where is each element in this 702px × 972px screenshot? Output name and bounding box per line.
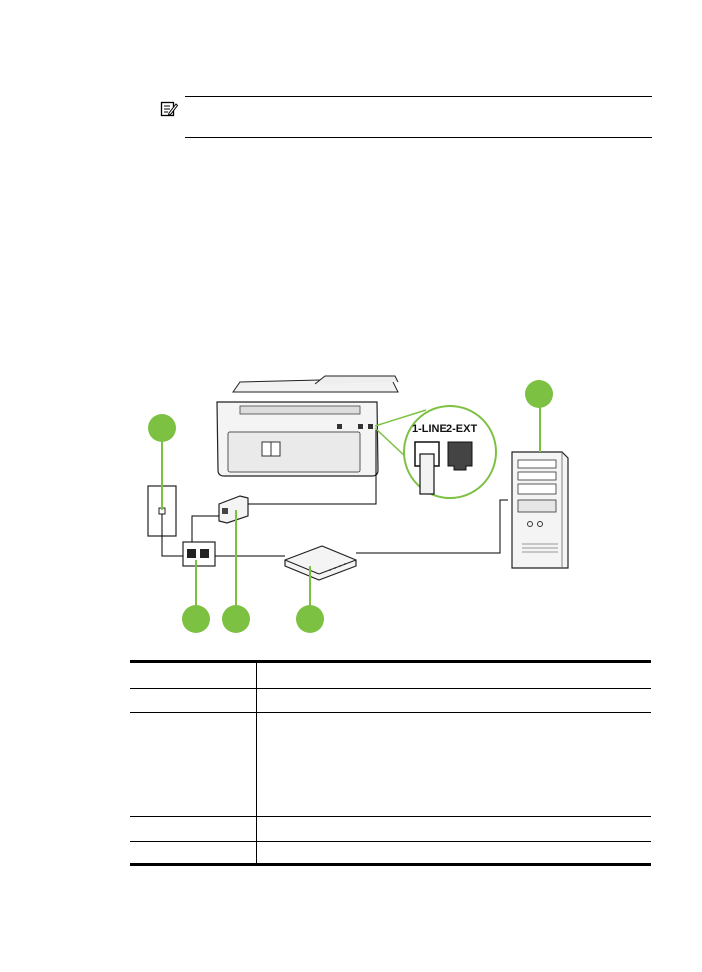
callout-marker xyxy=(182,605,210,633)
port-zoom: 1-LINE 2-EXT xyxy=(374,405,497,499)
modem-icon xyxy=(284,545,357,581)
table-row xyxy=(130,817,651,842)
callout-marker xyxy=(525,380,553,408)
callout-lines xyxy=(161,406,541,610)
note-rule-bottom xyxy=(185,137,652,138)
cables xyxy=(161,430,508,557)
column-divider xyxy=(256,663,257,863)
legend-table xyxy=(130,660,651,866)
table-row xyxy=(130,713,651,817)
callout-marker xyxy=(296,605,324,633)
note-icon xyxy=(160,101,178,117)
printer-icon xyxy=(216,375,399,477)
note-block xyxy=(160,96,652,138)
table-row xyxy=(130,663,651,689)
computer-icon xyxy=(511,451,569,569)
port-ext-label: 2-EXT xyxy=(446,423,477,435)
port-line-label: 1-LINE xyxy=(412,423,447,435)
table-row xyxy=(130,842,651,866)
dsl-filter-icon xyxy=(218,495,249,524)
connection-diagram: 1-LINE 2-EXT xyxy=(130,370,610,640)
callout-marker xyxy=(148,414,176,442)
callout-marker xyxy=(222,605,250,633)
table-row xyxy=(130,689,651,713)
note-rule-top xyxy=(185,96,652,97)
splitter-icon xyxy=(182,541,216,567)
